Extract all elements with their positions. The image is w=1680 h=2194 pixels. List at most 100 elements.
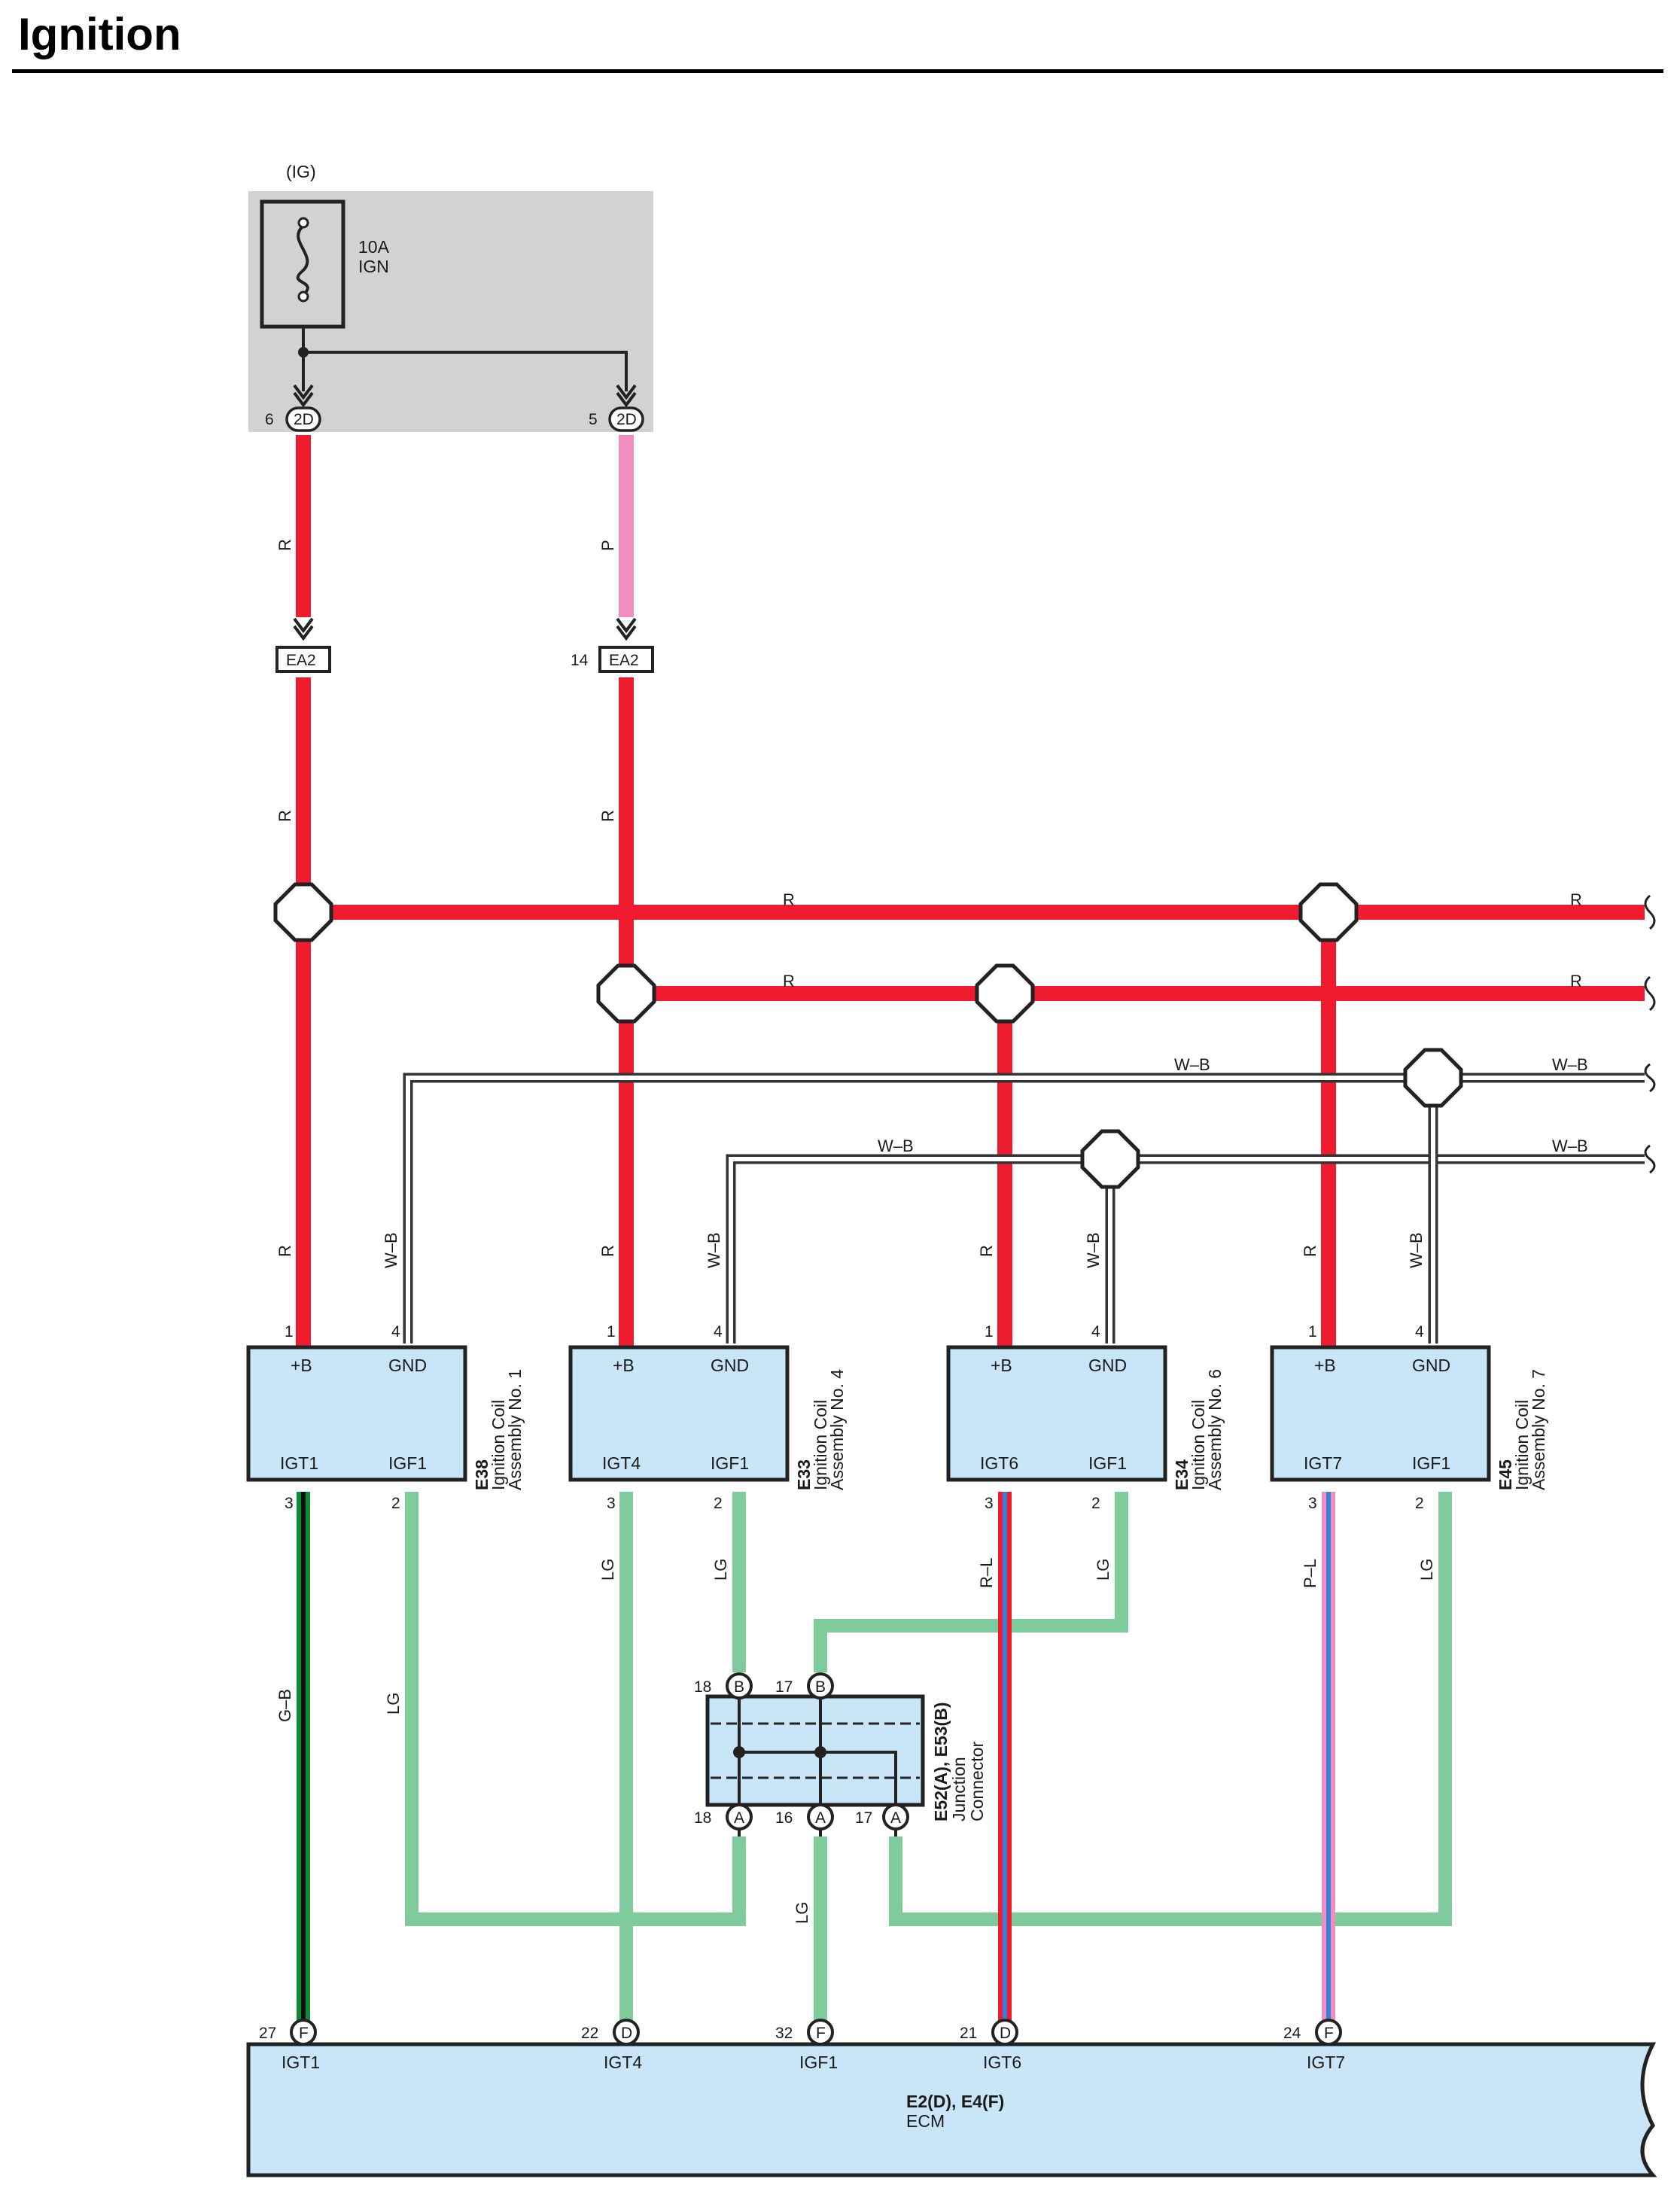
ignition-coil-4: 1 4 3 2 +B GND IGT4 IGF1 E33 Ignition Co… [568, 1323, 847, 1512]
ignition-coil-1: 1 4 3 2 +B GND IGT1 IGF1 E38 Ignition Co… [246, 1323, 525, 1512]
coil-name: Assembly No. 1 [505, 1369, 525, 1490]
coil-pin: 1 [285, 1323, 294, 1340]
coil-code: E33 [794, 1459, 814, 1490]
wire-label: LG [1094, 1559, 1112, 1581]
ecm-terminal [991, 2019, 1018, 2046]
title-rule [12, 69, 1663, 73]
wire-label: R [598, 1245, 617, 1257]
fuse-rating: 10A [358, 237, 390, 257]
coil-name: Ignition Coil [1188, 1400, 1208, 1490]
coil-name: Assembly No. 4 [827, 1369, 847, 1490]
ecm-name: ECM [906, 2111, 945, 2131]
wire-label: W–B [1552, 1055, 1588, 1074]
ecm-terminal-label: IGT7 [1307, 2053, 1345, 2072]
fuse-terminal-bottom [297, 291, 309, 303]
ecm-terminal [290, 2019, 317, 2046]
coil-terminal: GND [388, 1356, 427, 1375]
coil-pin: 2 [391, 1495, 400, 1512]
junction-pin: 18 [694, 1678, 711, 1696]
coil-pin: 1 [607, 1323, 616, 1340]
wire-label: R [275, 539, 294, 551]
wire-label: W–B [705, 1232, 723, 1268]
arrow-icon [293, 384, 314, 408]
wire-label: R [1570, 972, 1582, 990]
wire-label: LG [384, 1693, 403, 1715]
ecm-terminal [807, 2019, 834, 2046]
splice-node [273, 882, 333, 942]
splice-node [1403, 1048, 1463, 1108]
fuse-terminal-top [297, 217, 309, 229]
ignition-coil-6: 1 4 3 2 +B GND IGT6 IGF1 E34 Ignition Co… [946, 1323, 1225, 1512]
junction-terminal [807, 1803, 834, 1830]
ecm-terminal-label: IGT1 [282, 2053, 320, 2072]
coil-terminal: GND [1412, 1356, 1450, 1375]
coil-pin: 1 [985, 1323, 994, 1340]
junction-terminal-id: A [734, 1809, 744, 1827]
ecm-terminal-id: D [621, 2025, 632, 2042]
wire-label: R [275, 810, 294, 822]
ecm-terminal-label: IGF1 [799, 2053, 838, 2072]
coil-pin: 2 [714, 1495, 723, 1512]
junction-terminal-id: B [734, 1678, 744, 1696]
coil-terminal: IGF1 [1088, 1453, 1127, 1473]
coil-terminal: +B [991, 1356, 1012, 1375]
wire-label: LG [793, 1902, 811, 1924]
wire-label: R [1301, 1245, 1319, 1257]
coil-terminal: GND [1088, 1356, 1127, 1375]
wire-label: W–B [1174, 1055, 1210, 1074]
coil-terminal: GND [711, 1356, 749, 1375]
connector-id: EA2 [609, 652, 639, 669]
wire-label: W–B [878, 1137, 914, 1155]
ecm-terminal-id: D [1000, 2025, 1011, 2042]
junction-terminal [726, 1672, 753, 1700]
coil-terminal: +B [613, 1356, 635, 1375]
wire-label: R [783, 890, 795, 909]
connector-ea2-left [275, 646, 331, 673]
coil-terminal: IGT1 [280, 1453, 318, 1473]
coil-pin: 4 [391, 1323, 400, 1340]
coil-pin: 2 [1091, 1495, 1100, 1512]
coil-pin: 3 [285, 1495, 294, 1512]
wire-label: R–L [977, 1558, 996, 1588]
coil-terminal: IGT4 [602, 1453, 641, 1473]
connector-id: EA2 [286, 652, 316, 669]
wire-label: R [977, 1245, 996, 1257]
fuse-block [248, 191, 653, 432]
wire-label: LG [598, 1559, 617, 1581]
junction-name: Junction [949, 1757, 969, 1821]
coil-pin: 1 [1308, 1323, 1317, 1340]
ignition-coil-7: 1 4 3 2 +B GND IGT7 IGF1 E45 Ignition Co… [1270, 1323, 1548, 1512]
ecm-terminal-id: F [1324, 2025, 1334, 2042]
junction-terminal-id: A [815, 1809, 826, 1827]
coil-name: Ignition Coil [1512, 1400, 1532, 1490]
junction-terminal [807, 1672, 834, 1700]
conn-pin-label: 6 [265, 411, 274, 428]
fuse-internal-wiring [302, 327, 628, 391]
wire-label: LG [1417, 1559, 1436, 1581]
coil-pin: 4 [1415, 1323, 1424, 1340]
wire-label: W–B [1407, 1232, 1426, 1268]
junction-pin: 17 [855, 1809, 872, 1827]
wire-label: P–L [1301, 1559, 1319, 1588]
wire-label: R [598, 810, 617, 822]
page-title: Ignition [18, 9, 181, 59]
wire-label: LG [711, 1559, 730, 1581]
fuse-name: IGN [358, 257, 389, 276]
ecm-terminal-label: IGT6 [983, 2053, 1021, 2072]
wire-label: W–B [1552, 1137, 1588, 1155]
connector-2d-left [285, 406, 321, 432]
coil-terminal: IGF1 [388, 1453, 427, 1473]
fuse-source-label: (IG) [286, 162, 316, 181]
coil-terminal: IGF1 [1412, 1453, 1450, 1473]
coil-terminal: IGF1 [711, 1453, 749, 1473]
conn-pin-label: 14 [571, 652, 589, 669]
junction-pin: 18 [694, 1809, 711, 1827]
junction-terminal-id: A [890, 1809, 901, 1827]
coil-name: Assembly No. 7 [1529, 1369, 1548, 1490]
wire-label: W–B [382, 1232, 400, 1268]
junction-terminal [726, 1803, 753, 1830]
arrow-icon [616, 384, 637, 408]
coil-terminal: IGT7 [1304, 1453, 1342, 1473]
coil-name: Ignition Coil [488, 1400, 508, 1490]
